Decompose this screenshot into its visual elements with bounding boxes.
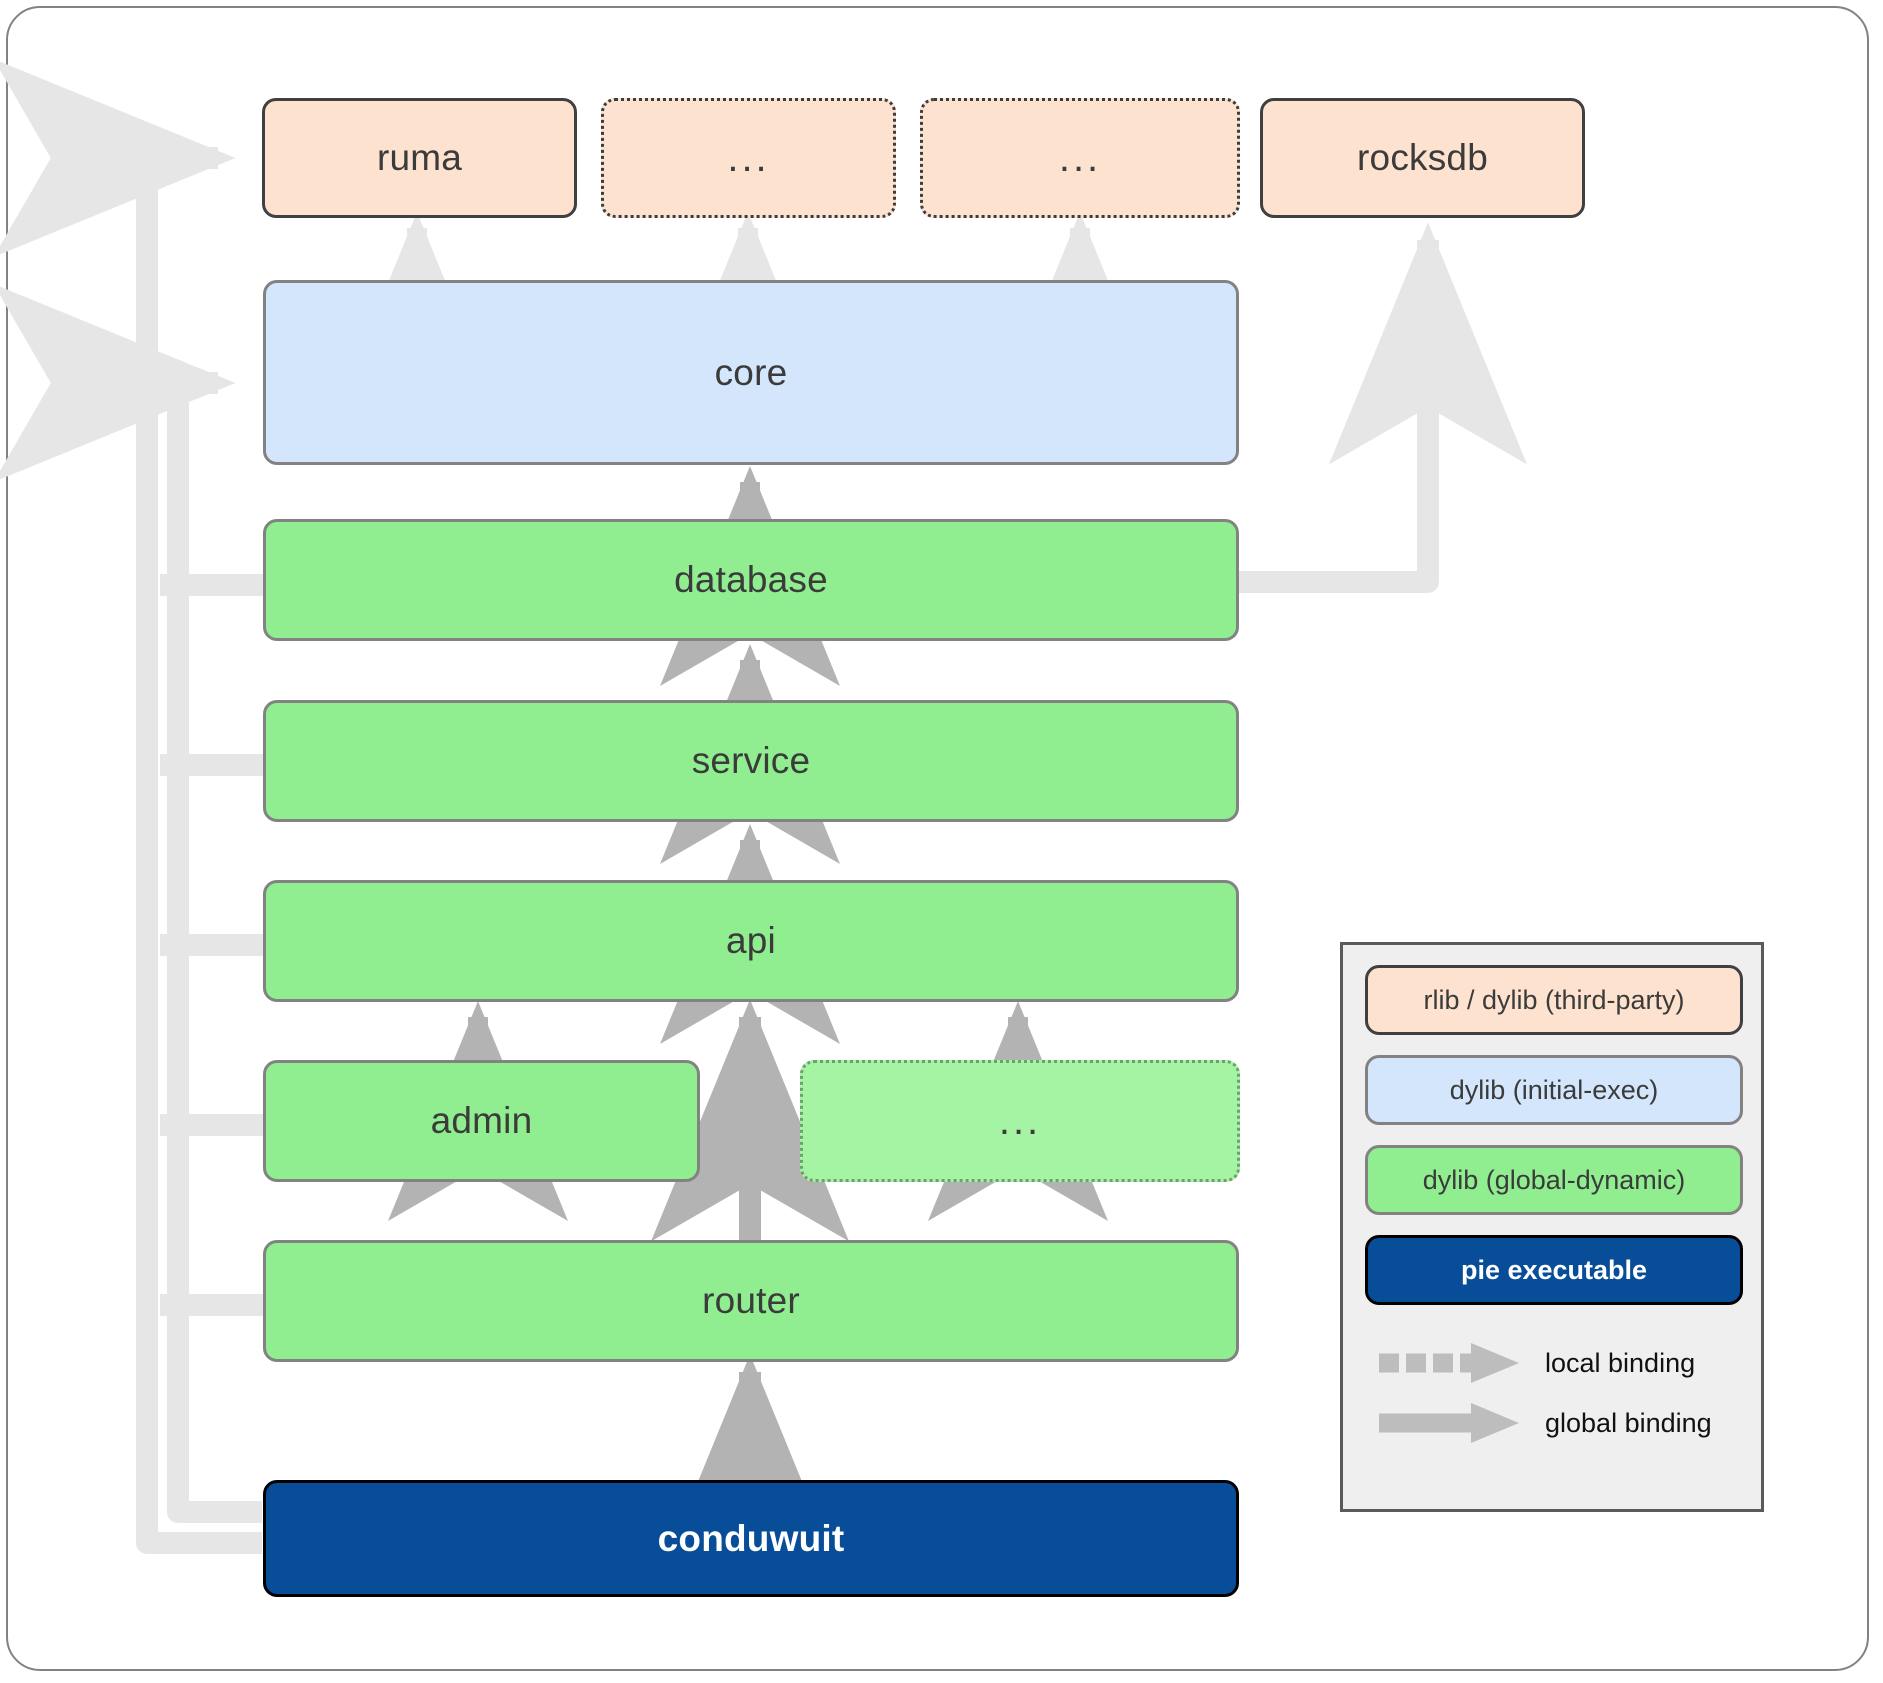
node-ruma[interactable]: ruma (262, 98, 577, 218)
node-router-label: router (702, 1280, 800, 1321)
node-core-label: core (714, 351, 788, 393)
node-api-label: api (726, 920, 776, 961)
legend-swatch-third-party: rlib / dylib (third-party) (1365, 965, 1743, 1035)
global-binding-arrow-icon (1379, 1403, 1519, 1443)
node-ellipsis-api-sibling-label: ... (998, 1099, 1042, 1143)
node-conduwuit[interactable]: conduwuit (263, 1480, 1239, 1597)
node-api[interactable]: api (263, 880, 1239, 1002)
legend-label-global-dynamic: dylib (global-dynamic) (1422, 1164, 1686, 1195)
node-service[interactable]: service (263, 700, 1239, 822)
legend-label-local-binding: local binding (1545, 1347, 1696, 1378)
legend-swatch-pie-executable: pie executable (1365, 1235, 1743, 1305)
node-database-label: database (674, 559, 828, 600)
legend-swatch-initial-exec: dylib (initial-exec) (1365, 1055, 1743, 1125)
node-ellipsis-third-party-1-label: ... (727, 136, 770, 180)
legend-row-global-binding: global binding (1365, 1393, 1739, 1453)
legend-label-third-party: rlib / dylib (third-party) (1423, 984, 1685, 1015)
edge-conduwuit-to-ruma (0, 59, 262, 1554)
legend-row-local-binding: local binding (1365, 1333, 1739, 1393)
local-binding-arrow-icon (1379, 1343, 1519, 1383)
node-ellipsis-third-party-2[interactable]: ... (920, 98, 1240, 218)
node-service-label: service (691, 740, 811, 781)
node-core[interactable]: core (263, 280, 1239, 465)
legend-swatch-global-dynamic: dylib (global-dynamic) (1365, 1145, 1743, 1215)
node-router[interactable]: router (263, 1240, 1239, 1362)
node-ellipsis-api-sibling[interactable]: ... (800, 1060, 1240, 1182)
legend-label-initial-exec: dylib (initial-exec) (1449, 1074, 1659, 1105)
node-ellipsis-third-party-2-label: ... (1058, 136, 1102, 180)
node-admin[interactable]: admin (263, 1060, 700, 1182)
node-ellipsis-third-party-1[interactable]: ... (601, 98, 896, 218)
node-rocksdb-label: rocksdb (1357, 137, 1488, 178)
node-rocksdb[interactable]: rocksdb (1260, 98, 1585, 218)
edge-database-to-rocksdb (1235, 222, 1527, 593)
node-ruma-label: ruma (376, 137, 463, 178)
node-database[interactable]: database (263, 519, 1239, 641)
node-conduwuit-label: conduwuit (657, 1517, 845, 1559)
legend-panel: rlib / dylib (third-party) dylib (initia… (1340, 942, 1764, 1512)
legend-label-pie-executable: pie executable (1460, 1254, 1648, 1285)
legend-label-global-binding: global binding (1545, 1407, 1712, 1438)
node-admin-label: admin (430, 1100, 533, 1141)
